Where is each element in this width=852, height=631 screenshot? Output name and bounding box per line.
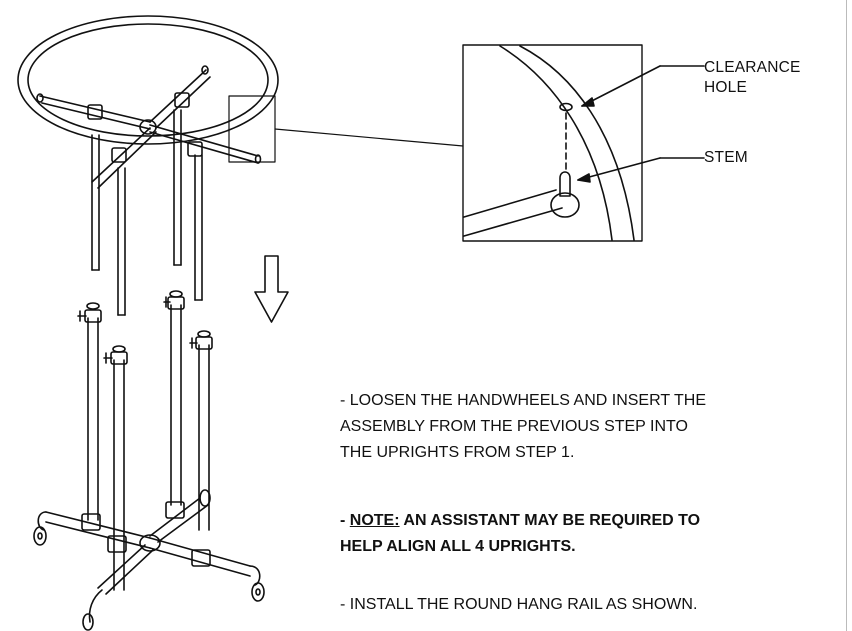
note-label: NOTE: bbox=[349, 512, 400, 529]
instruction-line: ASSEMBLY FROM THE PREVIOUS STEP INTO bbox=[340, 418, 688, 435]
base-assembly bbox=[33, 290, 265, 631]
instruction-line: THE UPRIGHTS FROM STEP 1. bbox=[340, 444, 575, 461]
upper-uprights bbox=[91, 109, 203, 316]
callout-clearance-line1: CLEARANCE bbox=[704, 59, 801, 76]
instruction-line: - LOOSEN THE HANDWHEELS AND INSERT THE bbox=[340, 392, 707, 409]
caster-wheel-icon bbox=[33, 489, 265, 631]
note-text-line2: HELP ALIGN ALL 4 UPRIGHTS. bbox=[340, 538, 576, 555]
note-prefix: - bbox=[340, 512, 350, 529]
callout-clearance-line2: HOLE bbox=[704, 79, 748, 96]
page-border bbox=[846, 0, 847, 631]
callout-stem: STEM bbox=[704, 149, 748, 166]
down-arrow-icon bbox=[254, 255, 289, 323]
round-hang-rail bbox=[17, 15, 279, 145]
detail-leader bbox=[228, 95, 464, 163]
note-text: AN ASSISTANT MAY BE REQUIRED TO bbox=[399, 512, 701, 529]
top-cross-arms bbox=[36, 65, 262, 189]
handwheel-icon bbox=[77, 290, 211, 364]
callout-clearance-hole: CLEARANCE HOLE bbox=[704, 58, 801, 98]
detail-view bbox=[462, 44, 705, 242]
instruction-install-rail: - INSTALL THE ROUND HANG RAIL AS SHOWN. bbox=[340, 596, 698, 613]
instruction-loosen-handwheels: - LOOSEN THE HANDWHEELS AND INSERT THE A… bbox=[340, 388, 840, 466]
instruction-note: - NOTE: AN ASSISTANT MAY BE REQUIRED TO … bbox=[340, 508, 840, 560]
